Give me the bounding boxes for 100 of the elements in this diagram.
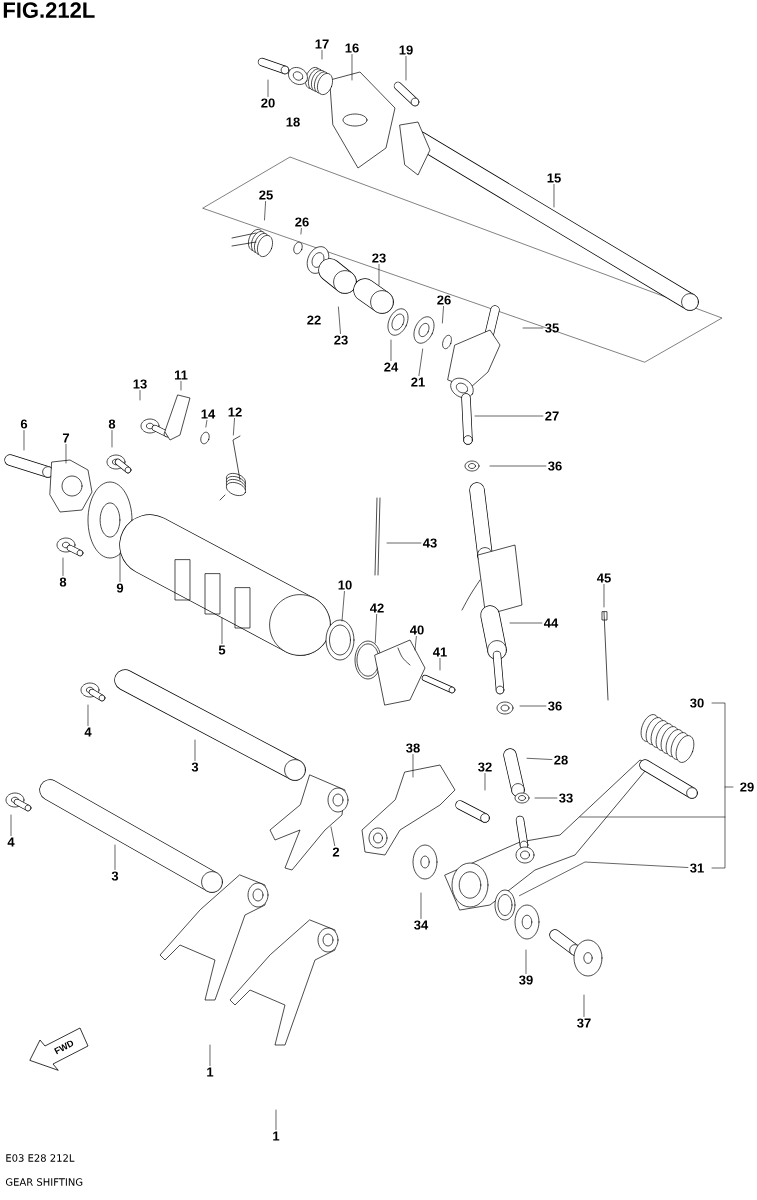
callout-number: 18 bbox=[286, 117, 300, 127]
callout-number: 41 bbox=[432, 647, 447, 657]
leader-line bbox=[439, 658, 441, 671]
leader-line bbox=[233, 418, 235, 436]
callout-number: 31 bbox=[690, 863, 704, 873]
leader-line bbox=[119, 552, 121, 582]
leader-line bbox=[65, 444, 67, 464]
leader-line bbox=[351, 54, 353, 81]
caption: GEAR SHIFTING bbox=[5, 1178, 83, 1186]
leader-line bbox=[338, 306, 341, 334]
callout-number: 45 bbox=[596, 573, 611, 583]
leader-line bbox=[114, 844, 116, 870]
leader-line bbox=[87, 704, 89, 726]
leader-line bbox=[553, 184, 555, 208]
callout-number: 26 bbox=[295, 217, 309, 227]
leader-line bbox=[23, 430, 25, 451]
leader-line bbox=[526, 757, 553, 760]
callout-number: 11 bbox=[174, 370, 188, 380]
callout-number: 40 bbox=[409, 625, 424, 635]
leader-line bbox=[412, 754, 414, 778]
leader-line bbox=[603, 584, 605, 608]
callout-number: 38 bbox=[406, 743, 420, 753]
leader-line bbox=[405, 56, 407, 81]
callout-number: 2 bbox=[332, 847, 340, 857]
leader-line bbox=[534, 797, 558, 799]
callout-number: 26 bbox=[437, 295, 451, 305]
leader-line bbox=[386, 542, 422, 544]
callout-number: 36 bbox=[548, 701, 562, 711]
leader-line bbox=[321, 50, 323, 60]
leader-line bbox=[525, 949, 527, 974]
callout-number: 15 bbox=[547, 173, 561, 183]
callout-number: 4 bbox=[84, 727, 92, 737]
leader-line bbox=[139, 390, 141, 401]
callout-number: 23 bbox=[334, 335, 348, 345]
leader-line bbox=[519, 705, 547, 707]
leader-line bbox=[489, 465, 547, 467]
callout-number: 32 bbox=[478, 762, 492, 772]
callout-number: 3 bbox=[111, 871, 119, 881]
callout-number: 39 bbox=[519, 975, 533, 985]
leader-line bbox=[221, 617, 223, 644]
callout-number: 23 bbox=[372, 253, 386, 263]
callout-number: 3 bbox=[191, 762, 199, 772]
callout-number: 8 bbox=[59, 577, 67, 587]
leader-line bbox=[341, 591, 345, 622]
callout-number: 8 bbox=[108, 419, 116, 429]
callout-number: 29 bbox=[740, 782, 754, 792]
callout-number: 17 bbox=[315, 39, 329, 49]
arrow-label: FWD bbox=[54, 1040, 74, 1055]
leader-line bbox=[267, 79, 269, 97]
leader-line bbox=[583, 994, 585, 1017]
leader-line bbox=[275, 1109, 277, 1130]
callout-number: 1 bbox=[273, 1131, 280, 1141]
leader-line bbox=[209, 1044, 211, 1066]
callout-number: 25 bbox=[259, 190, 273, 200]
callout-number: 20 bbox=[261, 98, 275, 108]
callout-number: 33 bbox=[559, 793, 573, 803]
callout-number: 21 bbox=[411, 377, 425, 387]
leader-line bbox=[205, 420, 208, 428]
callout-number: 13 bbox=[133, 379, 147, 389]
callout-number: 35 bbox=[545, 323, 559, 333]
callout-number: 19 bbox=[399, 45, 413, 55]
leader-line bbox=[374, 614, 377, 644]
leader-line bbox=[442, 306, 444, 324]
leader-line bbox=[420, 892, 422, 919]
leader-line bbox=[519, 861, 689, 896]
callout-number: 16 bbox=[345, 43, 359, 53]
callout-number: 22 bbox=[307, 315, 321, 325]
leader-line bbox=[62, 557, 64, 576]
callout-number: 42 bbox=[369, 603, 384, 613]
leader-line bbox=[414, 636, 417, 651]
callout-number: 14 bbox=[201, 409, 216, 419]
leader-line bbox=[264, 201, 266, 221]
callout-number: 43 bbox=[422, 538, 437, 548]
leader-line bbox=[474, 415, 544, 417]
callout-number: 37 bbox=[577, 1018, 591, 1028]
leader-line bbox=[194, 739, 196, 761]
callout-number: 5 bbox=[218, 645, 226, 655]
callout-number: 34 bbox=[414, 920, 429, 930]
callout-number: 30 bbox=[690, 698, 704, 708]
leader-line bbox=[111, 430, 113, 448]
callout-number: 12 bbox=[228, 407, 242, 417]
leader-line bbox=[180, 381, 182, 391]
footer-text: E03 E28 212L bbox=[6, 1154, 75, 1162]
callout-number: 24 bbox=[384, 362, 399, 372]
figure-title: FIG.212L bbox=[3, 2, 95, 18]
callout-number: 1 bbox=[207, 1067, 214, 1077]
leader-line bbox=[390, 339, 392, 361]
callout-number: 36 bbox=[548, 461, 562, 471]
leader-line bbox=[378, 264, 380, 286]
callout-number: 10 bbox=[338, 580, 352, 590]
leader-line bbox=[10, 814, 12, 836]
leader-line bbox=[418, 348, 424, 376]
callout-number: 28 bbox=[554, 755, 568, 765]
callout-number: 9 bbox=[116, 583, 124, 593]
leader-line bbox=[509, 622, 543, 624]
leader-line bbox=[330, 826, 336, 846]
leader-line bbox=[484, 773, 486, 791]
callout-number: 44 bbox=[543, 618, 559, 628]
callout-number: 27 bbox=[545, 411, 559, 421]
callout-number: 4 bbox=[7, 837, 15, 847]
